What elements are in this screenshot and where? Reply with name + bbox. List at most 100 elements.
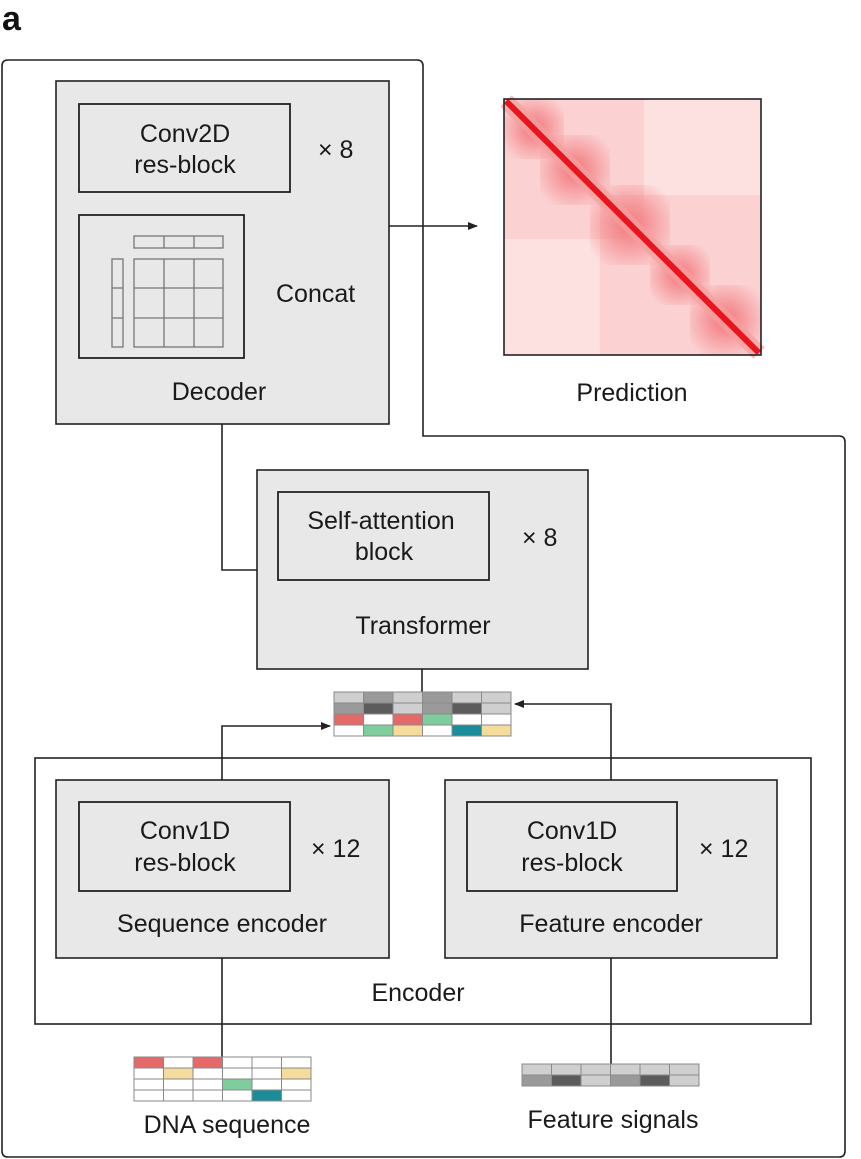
feature-signal-cell bbox=[610, 1074, 641, 1087]
embedding-cell bbox=[333, 691, 364, 704]
sequence-conv1d-label-line2: res-block bbox=[134, 849, 236, 877]
feature-signal-cell bbox=[580, 1063, 611, 1076]
feature-signal-cell bbox=[521, 1074, 552, 1087]
dna-cell bbox=[163, 1056, 194, 1069]
decoder-module: Conv2D res-block × 8 Concat Decoder bbox=[55, 80, 390, 425]
transformer-module: Self-attention block × 8 Transformer bbox=[256, 469, 589, 670]
dna-cell bbox=[192, 1089, 223, 1102]
dna-cell bbox=[281, 1089, 312, 1102]
feature-signal-cell bbox=[669, 1063, 700, 1076]
dna-cell bbox=[222, 1089, 253, 1102]
conv2d-label-line2: res-block bbox=[134, 151, 236, 179]
embedding-cell bbox=[333, 713, 364, 726]
dna-cell bbox=[192, 1078, 223, 1091]
self-attention-block bbox=[277, 491, 490, 581]
dna-cell bbox=[281, 1067, 312, 1080]
sequence-encoder-title: Sequence encoder bbox=[117, 910, 327, 938]
dna-cell bbox=[192, 1056, 223, 1069]
embedding-cell bbox=[481, 691, 512, 704]
feature-signal-cell bbox=[639, 1063, 670, 1076]
concat-label: Concat bbox=[276, 280, 355, 308]
embedding-cell bbox=[451, 724, 482, 737]
dna-cell bbox=[251, 1078, 282, 1091]
dna-cell bbox=[133, 1078, 164, 1091]
dna-cell bbox=[222, 1078, 253, 1091]
feature-conv1d-label-line1: Conv1D bbox=[527, 817, 617, 845]
embedding-cell bbox=[451, 702, 482, 715]
dna-cell bbox=[251, 1067, 282, 1080]
feature-signal-cell bbox=[551, 1074, 582, 1087]
embedding-cell bbox=[363, 702, 394, 715]
embedding-grid bbox=[333, 691, 512, 737]
dna-cell bbox=[163, 1078, 194, 1091]
transformer-to-decoder-line bbox=[221, 424, 257, 571]
feature-repeat: × 12 bbox=[699, 835, 748, 863]
self-attention-label-line2: block bbox=[355, 538, 414, 566]
embedding-cell bbox=[392, 702, 423, 715]
dna-cell bbox=[222, 1067, 253, 1080]
encoder-title: Encoder bbox=[371, 979, 464, 1007]
embedding-cell bbox=[363, 724, 394, 737]
decoder-title: Decoder bbox=[172, 378, 267, 406]
feature-signal-cell bbox=[580, 1074, 611, 1087]
embedding-cell bbox=[481, 724, 512, 737]
dna-cell bbox=[133, 1067, 164, 1080]
sequence-conv1d-label-line1: Conv1D bbox=[140, 817, 230, 845]
feature-to-embedding-arrow bbox=[514, 700, 612, 780]
encoder-module: Conv1D res-block × 12 Sequence encoder C… bbox=[34, 757, 812, 1025]
feature-signals-grid bbox=[521, 1063, 700, 1087]
embedding-cell bbox=[392, 724, 423, 737]
dna-cell bbox=[163, 1089, 194, 1102]
feature-conv1d-label-line2: res-block bbox=[521, 849, 623, 877]
sequence-conv1d-resblock bbox=[78, 801, 291, 892]
embedding-cell bbox=[481, 702, 512, 715]
dna-cell bbox=[281, 1056, 312, 1069]
embedding-cell bbox=[481, 713, 512, 726]
dna-sequence-grid bbox=[133, 1056, 312, 1102]
embedding-cell bbox=[422, 713, 453, 726]
dna-cell bbox=[251, 1089, 282, 1102]
sequence-to-embedding-arrow bbox=[221, 722, 331, 780]
transformer-repeat: × 8 bbox=[522, 524, 557, 552]
embedding-cell bbox=[363, 691, 394, 704]
embedding-cell bbox=[392, 713, 423, 726]
concat-box bbox=[78, 214, 245, 359]
feature-signal-cell bbox=[521, 1063, 552, 1076]
embedding-cell bbox=[451, 713, 482, 726]
dna-cell bbox=[163, 1067, 194, 1080]
embedding-cell bbox=[451, 691, 482, 704]
feature-conv1d-resblock bbox=[466, 801, 678, 892]
feature-signal-cell bbox=[639, 1074, 670, 1087]
embedding-cell bbox=[422, 724, 453, 737]
panel-label: a bbox=[2, 0, 22, 38]
embedding-cell bbox=[363, 713, 394, 726]
feature-signal-cell bbox=[610, 1063, 641, 1076]
feature-encoder-title: Feature encoder bbox=[519, 910, 702, 938]
embedding-cell bbox=[422, 691, 453, 704]
feature-signal-cell bbox=[551, 1063, 582, 1076]
embedding-cell bbox=[333, 702, 364, 715]
feature-signal-cell bbox=[669, 1074, 700, 1087]
decoder-repeat: × 8 bbox=[318, 136, 353, 164]
sequence-repeat: × 12 bbox=[311, 835, 360, 863]
embedding-cell bbox=[392, 691, 423, 704]
dna-cell bbox=[222, 1056, 253, 1069]
dna-cell bbox=[133, 1056, 164, 1069]
dna-cell bbox=[281, 1078, 312, 1091]
embedding-cell bbox=[422, 702, 453, 715]
conv2d-label-line1: Conv2D bbox=[140, 120, 230, 148]
outer-frame bbox=[1, 59, 846, 1158]
transformer-title: Transformer bbox=[355, 612, 490, 640]
encoder-frame bbox=[34, 757, 812, 1025]
prediction-title: Prediction bbox=[576, 379, 687, 407]
dna-sequence-label: DNA sequence bbox=[144, 1111, 311, 1139]
self-attention-label-line1: Self-attention bbox=[307, 507, 454, 535]
concat-grid-icon bbox=[111, 235, 224, 348]
dna-cell bbox=[251, 1056, 282, 1069]
embedding-cell bbox=[333, 724, 364, 737]
prediction-heatmap bbox=[500, 95, 765, 359]
conv2d-resblock bbox=[78, 103, 291, 193]
dna-cell bbox=[133, 1089, 164, 1102]
feature-signals-label: Feature signals bbox=[528, 1106, 699, 1134]
